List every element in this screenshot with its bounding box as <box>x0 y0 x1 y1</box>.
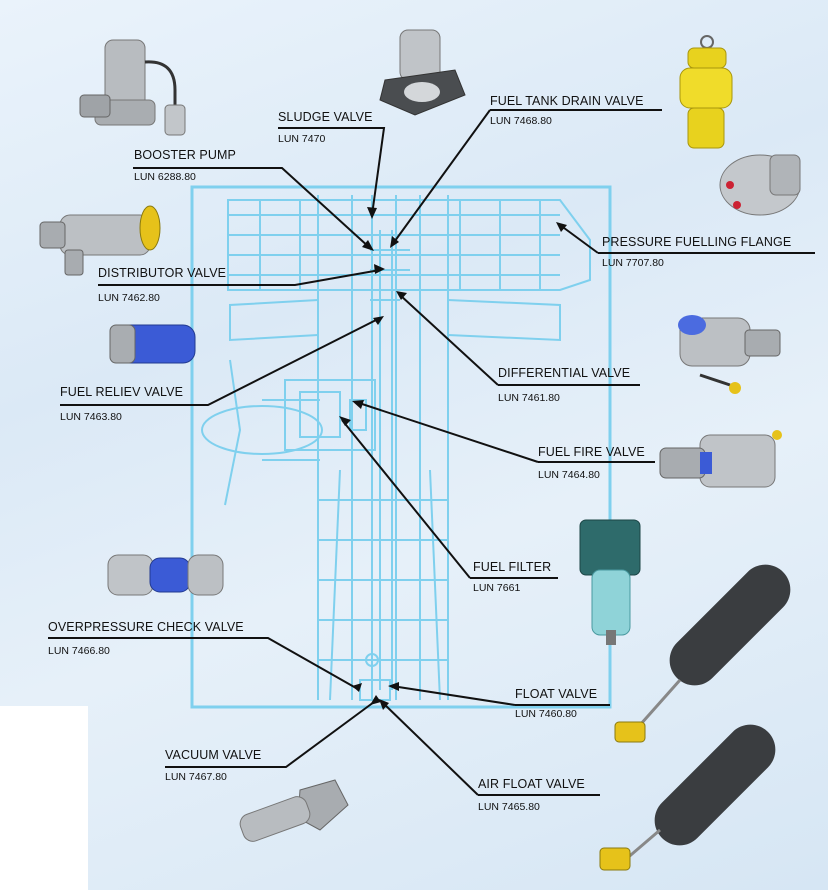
fire-valve-photo <box>659 430 782 488</box>
sludge-valve-photo <box>379 29 466 116</box>
label-booster-pump: BOOSTER PUMP <box>134 148 236 162</box>
lun-air-float-valve: LUN 7465.80 <box>478 801 540 813</box>
relief-valve-photo <box>109 324 196 364</box>
distributor-valve-photo <box>39 205 161 276</box>
label-pressure-fuelling-flange: PRESSURE FUELLING FLANGE <box>602 235 792 249</box>
label-fuel-tank-drain-valve: FUEL TANK DRAIN VALVE <box>490 94 644 108</box>
lun-pressure-fuelling-flange: LUN 7707.80 <box>602 257 664 269</box>
label-fuel-relief-valve: FUEL RELIEV VALVE <box>60 385 184 399</box>
label-fuel-filter: FUEL FILTER <box>473 560 552 574</box>
lun-float-valve: LUN 7460.80 <box>515 708 577 720</box>
lun-fuel-filter: LUN 7661 <box>473 582 521 594</box>
float-valve-photo <box>614 564 791 743</box>
check-valve-photo <box>107 554 224 596</box>
lun-fuel-fire-valve: LUN 7464.80 <box>538 469 600 481</box>
label-vacuum-valve: VACUUM VALVE <box>165 748 262 762</box>
lun-fuel-relief-valve: LUN 7463.80 <box>60 411 122 423</box>
lun-sludge-valve: LUN 7470 <box>278 133 326 145</box>
vacuum-valve-photo <box>239 779 349 842</box>
label-overpressure-check-valve: OVERPRESSURE CHECK VALVE <box>48 620 244 634</box>
label-fuel-fire-valve: FUEL FIRE VALVE <box>538 445 645 459</box>
lun-differential-valve: LUN 7461.80 <box>498 392 560 404</box>
label-sludge-valve: SLUDGE VALVE <box>278 110 373 124</box>
lun-booster-pump: LUN 6288.80 <box>134 171 196 183</box>
fuel-filter-photo <box>579 519 641 645</box>
lun-overpressure-check-valve: LUN 7466.80 <box>48 645 110 657</box>
air-float-valve-photo <box>599 724 776 871</box>
white-corner-block <box>0 706 88 890</box>
lun-vacuum-valve: LUN 7467.80 <box>165 771 227 783</box>
booster-pump-photo <box>79 39 186 136</box>
label-distributor-valve: DISTRIBUTOR VALVE <box>98 266 227 280</box>
lun-fuel-tank-drain-valve: LUN 7468.80 <box>490 115 552 127</box>
label-differential-valve: DIFFERENTIAL VALVE <box>498 366 631 380</box>
lun-distributor-valve: LUN 7462.80 <box>98 292 160 304</box>
differential-valve-photo <box>678 315 781 394</box>
label-float-valve: FLOAT VALVE <box>515 687 598 701</box>
label-air-float-valve: AIR FLOAT VALVE <box>478 777 585 791</box>
drain-valve-photo <box>679 35 733 149</box>
fuelling-flange-photo <box>719 154 801 216</box>
